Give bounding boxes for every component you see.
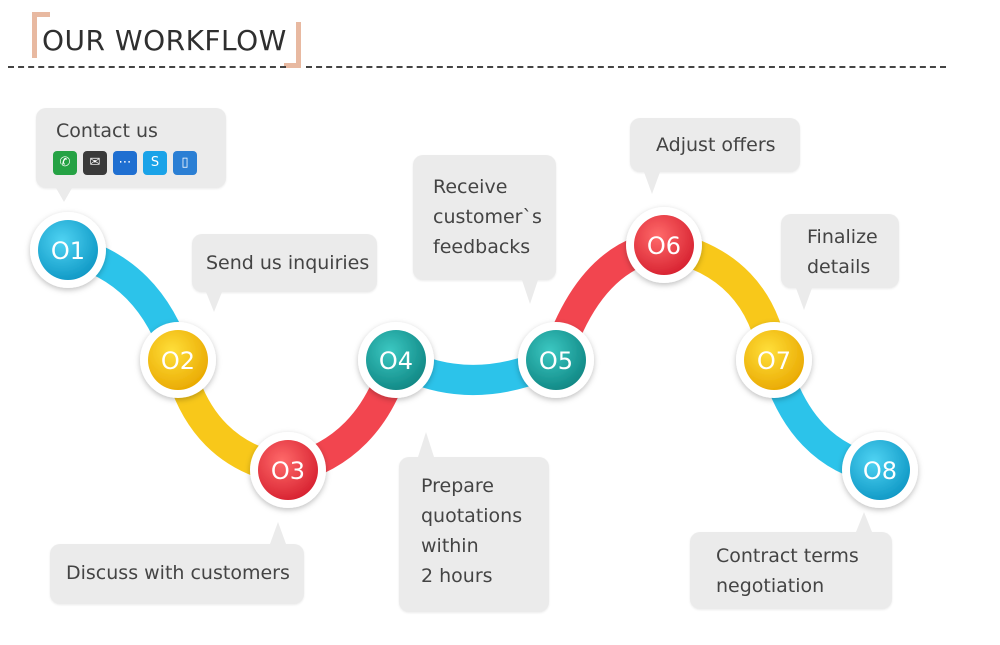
step-label-box-03: Discuss with customers xyxy=(50,544,304,604)
step-label-box-06: Adjust offers xyxy=(630,118,800,172)
skype-icon[interactable]: S xyxy=(143,151,167,175)
step-number-02: O2 xyxy=(161,347,195,375)
step-label-tail-06 xyxy=(644,172,660,194)
title-bracket-left xyxy=(32,12,37,58)
step-label-04: Prepare quotations within 2 hours xyxy=(421,475,523,587)
step-label-tail-03 xyxy=(270,522,286,544)
step-number-07: O7 xyxy=(757,347,791,375)
step-label-tail-08 xyxy=(856,512,872,532)
phone-icon[interactable]: ▯ xyxy=(173,151,197,175)
page-title: OUR WORKFLOW xyxy=(42,24,287,57)
step-label-07: Finalize details xyxy=(807,226,878,278)
step-label-08: Contract terms negotiation xyxy=(716,545,859,597)
step-label-06: Adjust offers xyxy=(656,134,776,156)
step-label-01: Contact us xyxy=(56,120,158,142)
whatsapp-icon[interactable]: ✆ xyxy=(53,151,77,175)
step-number-08: O8 xyxy=(863,457,897,485)
step-label-02: Send us inquiries xyxy=(206,252,370,274)
step-label-box-01: Contact us ✆ ✉ ⋯ S ▯ xyxy=(36,108,226,188)
step-node-01: O1 xyxy=(30,212,106,288)
messenger-icon[interactable]: ⋯ xyxy=(113,151,137,175)
step-label-tail-07 xyxy=(796,288,812,310)
step-number-01: O1 xyxy=(51,237,85,265)
step-node-02: O2 xyxy=(140,322,216,398)
title-bracket-left-top xyxy=(32,12,50,17)
email-icon[interactable]: ✉ xyxy=(83,151,107,175)
step-label-box-05: Receive customer`s feedbacks xyxy=(413,155,556,280)
step-number-04: O4 xyxy=(379,347,413,375)
step-label-box-07: Finalize details xyxy=(781,214,899,288)
step-label-box-02: Send us inquiries xyxy=(192,234,377,292)
step-node-05: O5 xyxy=(518,322,594,398)
step-label-box-08: Contract terms negotiation xyxy=(690,532,892,609)
step-label-tail-05 xyxy=(522,280,538,304)
step-label-05: Receive customer`s feedbacks xyxy=(433,176,542,258)
title-divider-left xyxy=(8,66,286,68)
step-label-tail-02 xyxy=(206,292,222,312)
step-label-box-04: Prepare quotations within 2 hours xyxy=(399,457,549,612)
step-node-08: O8 xyxy=(842,432,918,508)
title-header: OUR WORKFLOW xyxy=(0,0,1000,80)
step-node-04: O4 xyxy=(358,322,434,398)
step-node-06: O6 xyxy=(626,207,702,283)
step-number-05: O5 xyxy=(539,347,573,375)
title-divider-right xyxy=(306,66,946,68)
title-bracket-right-bottom xyxy=(284,63,301,68)
step-node-07: O7 xyxy=(736,322,812,398)
step-number-03: O3 xyxy=(271,457,305,485)
step-number-06: O6 xyxy=(647,232,681,260)
contact-icons: ✆ ✉ ⋯ S ▯ xyxy=(53,151,197,175)
step-label-03: Discuss with customers xyxy=(66,562,290,584)
step-node-03: O3 xyxy=(250,432,326,508)
step-label-tail-01 xyxy=(56,188,72,202)
title-bracket-right xyxy=(296,22,301,68)
step-label-tail-04 xyxy=(418,432,434,457)
